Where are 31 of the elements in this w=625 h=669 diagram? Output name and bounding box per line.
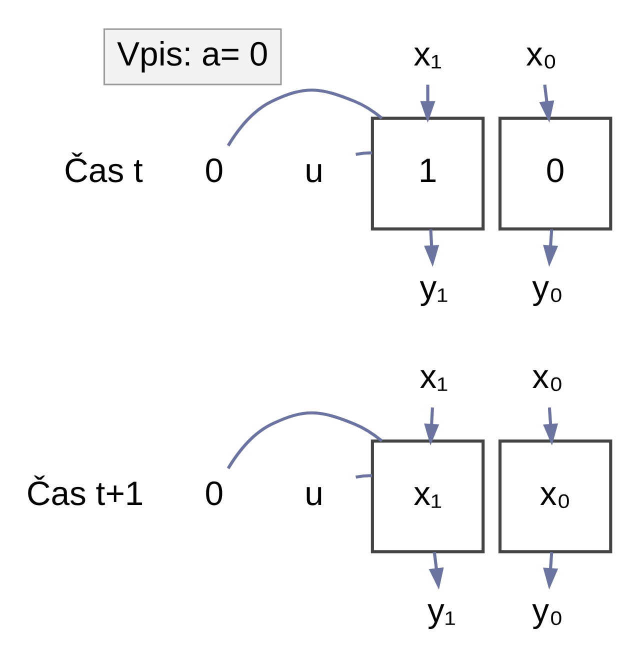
arrow — [543, 552, 558, 590]
node-text: y₁ — [420, 268, 448, 307]
arrow — [424, 228, 440, 266]
node-text: x₁ — [414, 34, 442, 73]
node-text: y₀ — [532, 268, 564, 307]
arrow — [420, 84, 436, 122]
node-box: 1 — [370, 116, 485, 230]
node-text: x₀ — [532, 358, 564, 396]
node-text: u — [304, 152, 324, 190]
arrow — [539, 84, 554, 122]
arrow — [428, 551, 444, 590]
node-text: y₀ — [532, 591, 564, 630]
connector — [356, 474, 372, 478]
label: Čas t — [64, 152, 143, 190]
node-text: y₁ — [427, 591, 456, 630]
node-box: Vpis: a= 0 — [103, 28, 282, 85]
node-text: x₀ — [526, 34, 557, 73]
arrow — [543, 406, 558, 445]
arrow — [543, 228, 558, 266]
node-text: 0 — [204, 474, 224, 512]
node-text: x₁ — [420, 358, 448, 396]
node-text: 0 — [204, 152, 224, 190]
connector — [226, 410, 383, 469]
arrow — [424, 406, 440, 445]
label: Čas t+1 — [26, 474, 144, 512]
node-box: x₁ — [370, 439, 485, 553]
node-box: x₀ — [498, 439, 612, 553]
node-text: u — [304, 474, 324, 512]
connector — [356, 150, 372, 156]
connector — [226, 88, 383, 146]
node-box: 0 — [498, 116, 612, 230]
